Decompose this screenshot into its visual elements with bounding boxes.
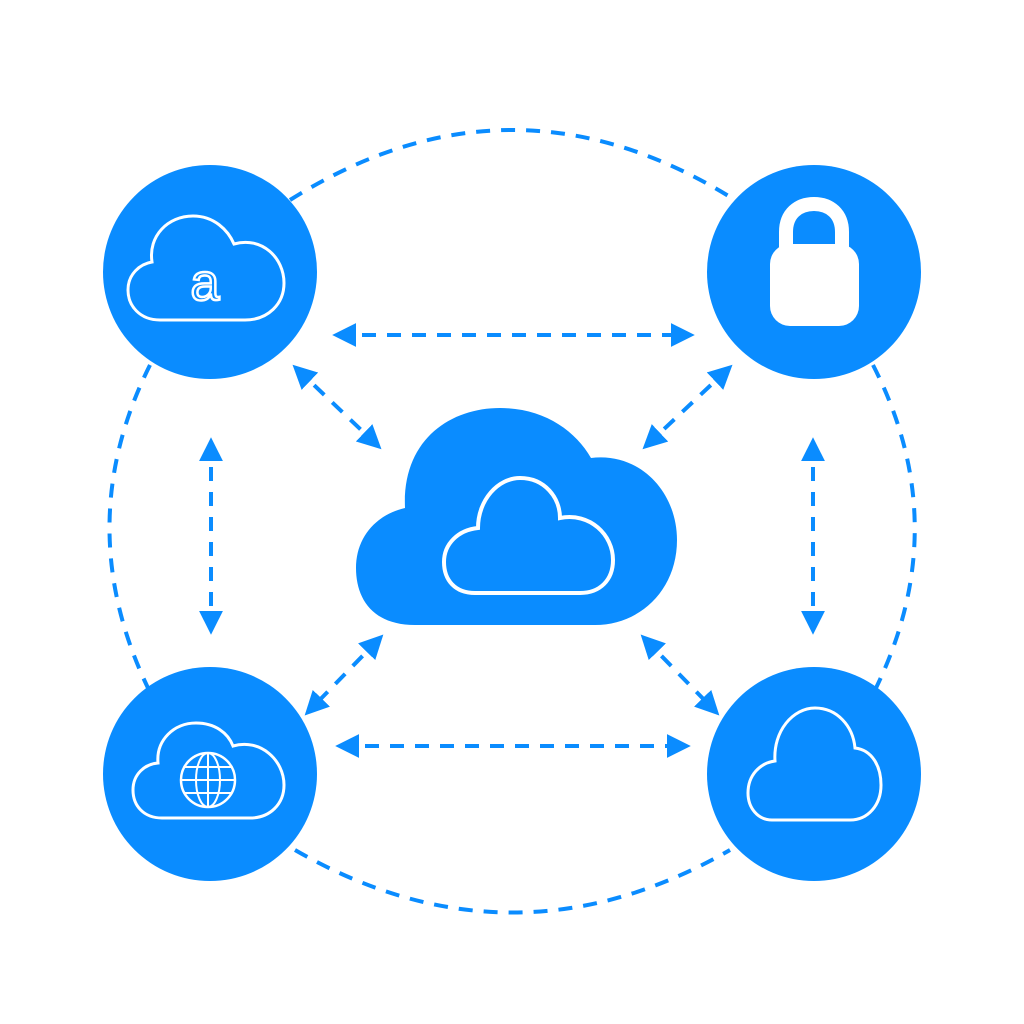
outer-ring-arc-right [871,364,917,689]
bottom-left-node [103,667,317,881]
cloud-outline [126,214,286,322]
center-cloud-shape [356,408,677,625]
letter-a-glyph: a [191,254,220,312]
bottom-right-node [707,667,921,881]
bottom-right-circle [707,667,921,881]
connector-bottom-left-center [304,634,384,716]
top-right-node [707,165,921,379]
cloud-outline-icon [746,706,883,822]
top-left-node: a [103,165,317,379]
padlock-body [770,244,859,326]
bottom-left-circle [103,667,317,881]
connector-top-left-center [292,364,382,450]
padlock-shackle [779,196,849,257]
connectors [199,323,825,758]
cloud-icon [441,475,616,595]
center-node [356,408,677,625]
connector-top-right-center [642,364,733,450]
outer-ring-arc-bottom [294,848,731,915]
cloud-with-letter-a-icon: a [126,214,286,322]
globe-icon [179,751,237,809]
outer-ring [107,128,917,915]
padlock-icon [770,196,859,326]
cloud-outline [131,721,286,820]
top-left-circle [103,165,317,379]
cloud-with-globe-icon [131,721,286,820]
outer-ring-arc-left [107,364,152,689]
connector-bottom-right-center [640,634,720,716]
outer-ring-arc-top [288,128,737,202]
